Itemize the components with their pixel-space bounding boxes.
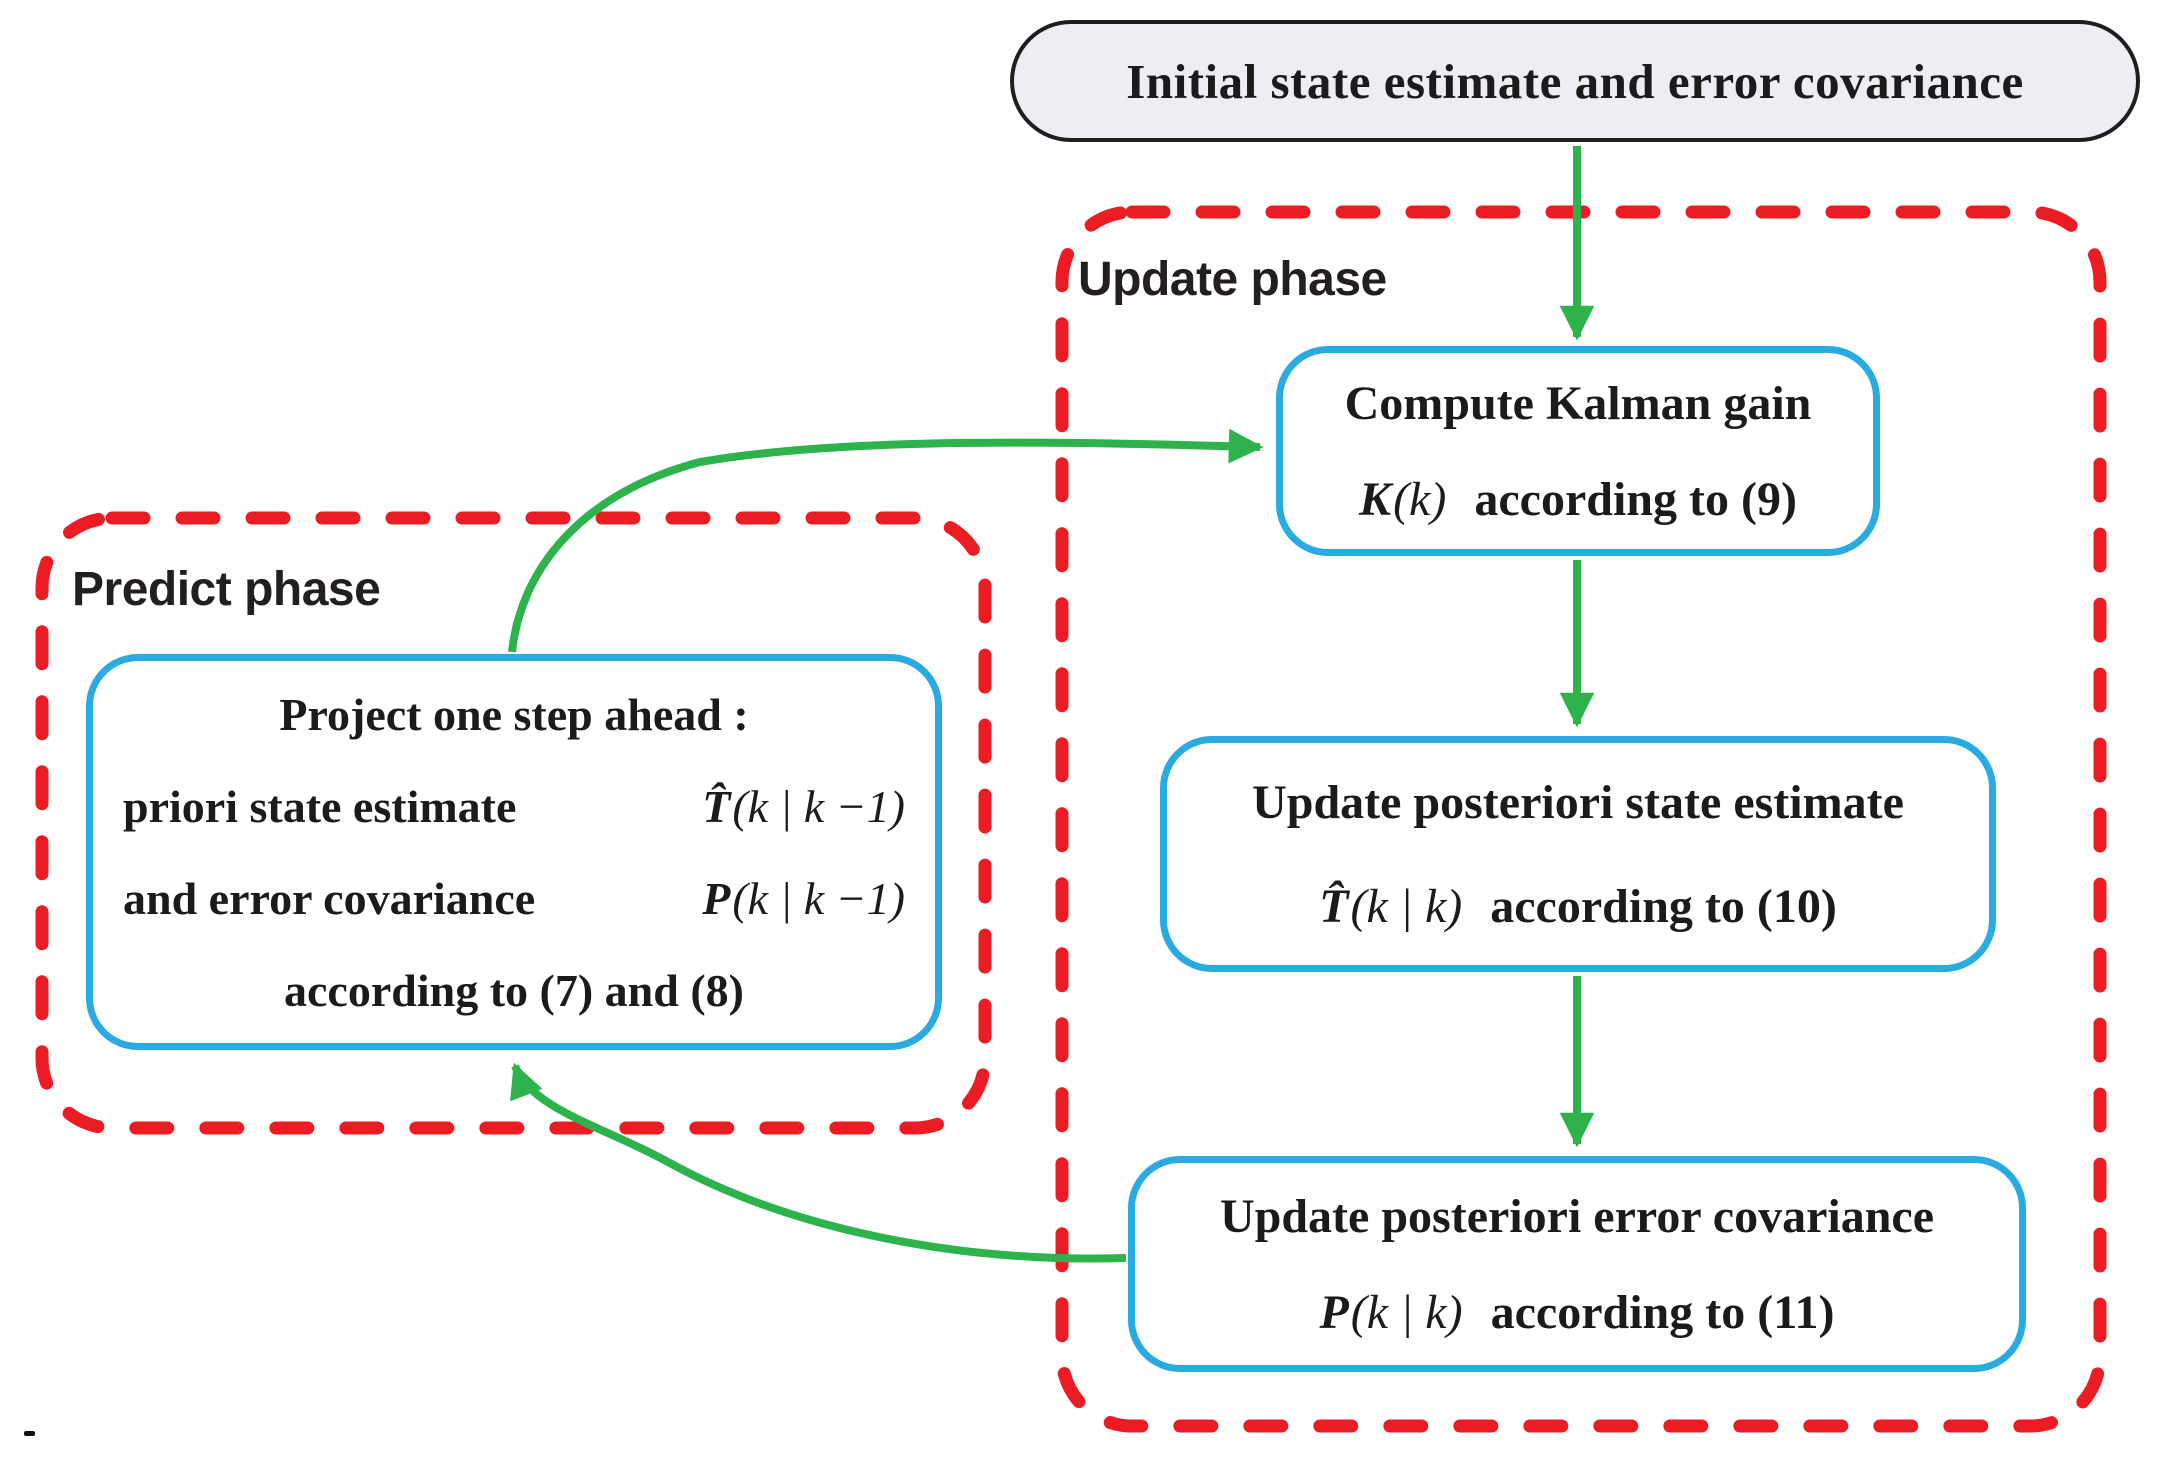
project-box-line2: priori state estimate T̂(k | k −1) bbox=[123, 760, 905, 852]
arrow-covariance-to-predict bbox=[510, 1062, 1127, 1263]
math-rest: according to (10) bbox=[1490, 879, 1837, 933]
math-rest: according to (9) bbox=[1474, 472, 1797, 526]
state-box-line1: Update posteriori state estimate bbox=[1252, 750, 1904, 854]
math-symbol-P: P bbox=[1319, 1285, 1349, 1339]
priori-math: T̂(k | k −1) bbox=[610, 727, 905, 886]
math-args: (k | k −1) bbox=[732, 872, 905, 924]
math-symbol-That: T̂ bbox=[1319, 879, 1349, 933]
according-to-label: according to (7) and (8) bbox=[284, 964, 744, 1016]
priori-state-estimate-label: priori state estimate bbox=[123, 780, 517, 832]
kalman-box-line1: Compute Kalman gain bbox=[1345, 355, 1812, 451]
math-symbol-K: K bbox=[1359, 472, 1392, 526]
project-one-step-ahead-box: Project one step ahead : priori state es… bbox=[86, 654, 942, 1050]
covariance-math: P(k | k −1) bbox=[610, 819, 905, 978]
project-box-line4: according to (7) and (8) bbox=[123, 944, 905, 1036]
math-rest: according to (11) bbox=[1490, 1285, 1835, 1339]
kalman-box-line2: K (k) according to (9) bbox=[1359, 451, 1797, 547]
cov-box-line1: Update posteriori error covariance bbox=[1220, 1168, 1934, 1264]
stray-mark bbox=[24, 1431, 35, 1436]
project-box-title: Project one step ahead : bbox=[279, 688, 749, 740]
start-node: Initial state estimate and error covaria… bbox=[1010, 20, 2140, 142]
state-box-title: Update posteriori state estimate bbox=[1252, 775, 1904, 829]
math-args: (k | k −1) bbox=[732, 780, 905, 832]
math-args: (k | k) bbox=[1350, 879, 1463, 933]
update-state-estimate-box: Update posteriori state estimate T̂ (k |… bbox=[1160, 736, 1996, 972]
compute-kalman-gain-box: Compute Kalman gain K (k) according to (… bbox=[1276, 346, 1880, 556]
predict-phase-border bbox=[35, 511, 992, 1135]
kalman-box-title: Compute Kalman gain bbox=[1344, 376, 1812, 430]
project-box-line1: Project one step ahead : bbox=[123, 668, 905, 760]
math-symbol-That: T̂ bbox=[702, 780, 731, 832]
predict-phase-label: Predict phase bbox=[72, 563, 381, 616]
error-covariance-label: and error covariance bbox=[123, 872, 536, 924]
cov-box-line2: P (k | k) according to (11) bbox=[1319, 1264, 1834, 1360]
arrow-predict-to-kalman bbox=[508, 428, 1264, 653]
cov-box-title: Update posteriori error covariance bbox=[1219, 1189, 1935, 1243]
update-phase-label: Update phase bbox=[1078, 253, 1387, 306]
start-node-label: Initial state estimate and error covaria… bbox=[1126, 53, 2024, 109]
math-args: (k | k) bbox=[1350, 1285, 1463, 1339]
update-error-covariance-box: Update posteriori error covariance P (k … bbox=[1128, 1156, 2026, 1372]
math-args: (k) bbox=[1393, 472, 1447, 526]
project-box-line3: and error covariance P(k | k −1) bbox=[123, 852, 905, 944]
math-symbol-P: P bbox=[702, 872, 731, 924]
state-box-line2: T̂ (k | k) according to (10) bbox=[1319, 854, 1837, 958]
